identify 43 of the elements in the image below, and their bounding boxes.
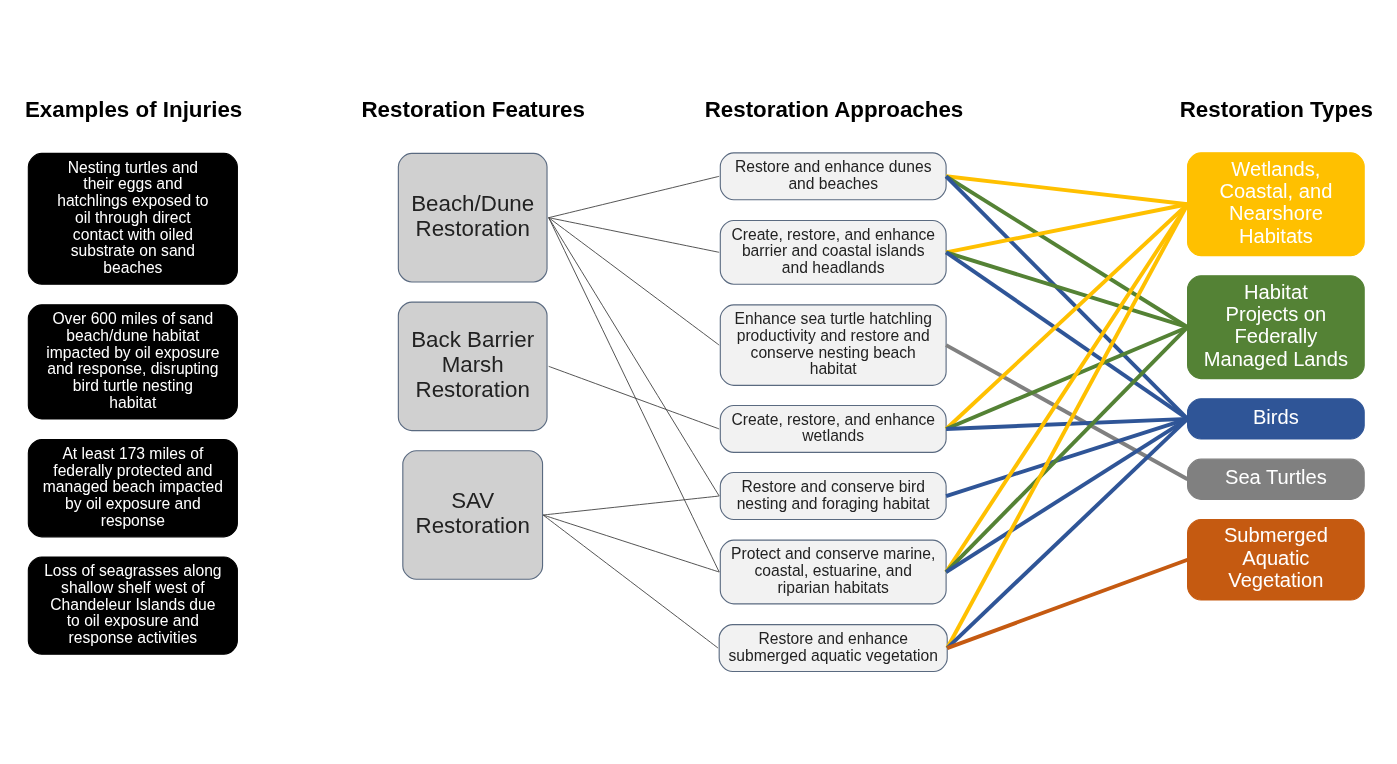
node-box: Birds: [1187, 398, 1365, 440]
node-box: Wetlands, Coastal, and Nearshore Habitats: [1187, 152, 1365, 257]
node-box: Create, restore, and enhance barrier and coastal islands and headlands: [719, 219, 947, 285]
node-box: Over 600 miles of sand beach/dune habitat impacted by oil exposure and response, disrupting bird turtle nesting habitat: [27, 304, 238, 420]
connector: [542, 514, 720, 573]
node-box: SAV Restoration: [402, 450, 544, 580]
connector: [944, 203, 1190, 574]
connector: [945, 202, 1188, 255]
node-box: Restore and enhance dunes and beaches: [719, 152, 947, 201]
connector: [548, 217, 720, 497]
connector: [548, 217, 720, 253]
node-box: Restore and conserve bird nesting and foraging habitat: [719, 472, 947, 521]
node-box: Habitat Projects on Federally Managed Lands: [1187, 275, 1365, 380]
label: Restoration Features: [361, 97, 585, 123]
connector: [548, 217, 720, 346]
node-box: Protect and conserve marine, coastal, estuarine, and riparian habitats: [719, 539, 947, 605]
connector: [946, 557, 1189, 650]
connector: [945, 250, 1189, 421]
connector: [945, 250, 1189, 330]
connector: [944, 325, 1189, 574]
connector: [945, 417, 1189, 650]
connector: [945, 343, 1189, 481]
node-box: Back Barrier Marsh Restoration: [397, 301, 548, 432]
connector: [945, 174, 1188, 207]
connector: [548, 175, 720, 219]
node-box: Sea Turtles: [1187, 458, 1365, 500]
label: Examples of Injuries: [24, 97, 243, 123]
node-box: Loss of seagrasses along shallow shelf west of Chandeleur Islands due to oil exposure and response activities: [27, 556, 238, 655]
connector: [945, 174, 1189, 329]
node-box: Submerged Aquatic Vegetation: [1187, 518, 1365, 601]
node-box: Beach/Dune Restoration: [397, 152, 548, 283]
connector: [542, 514, 719, 649]
connector: [945, 203, 1190, 649]
node-box: Restore and enhance submerged aquatic vegetation: [718, 624, 948, 673]
node-box: Create, restore, and enhance wetlands: [719, 404, 947, 453]
label: Restoration Approaches: [704, 97, 964, 123]
node-box: Nesting turtles and their eggs and hatchlings exposed to oil through direct contact with oiled substrate on sand beaches: [27, 152, 238, 285]
node-box: At least 173 miles of federally protected and managed beach impacted by oil exposure and response: [27, 439, 238, 538]
node-box: Enhance sea turtle hatchling productivity and restore and conserve nesting beach habitat: [719, 304, 947, 386]
connector: [548, 365, 720, 430]
label: Restoration Types: [1179, 97, 1374, 123]
connector: [548, 217, 720, 573]
connector: [542, 495, 720, 516]
